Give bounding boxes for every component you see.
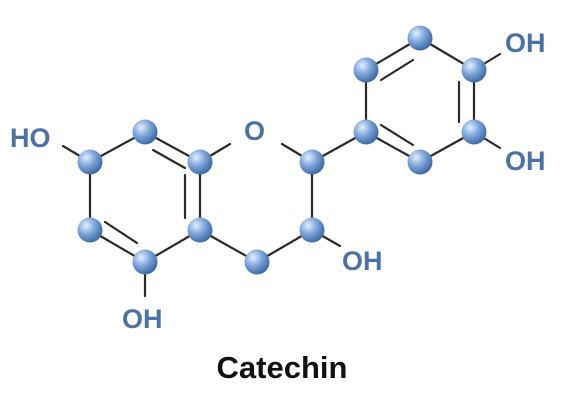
atom-c2 (299, 149, 325, 175)
atom-c4 (244, 249, 270, 275)
label-ho-left: HO (10, 123, 51, 153)
atoms (77, 25, 487, 275)
atom-a6 (77, 149, 103, 175)
atom-labels: HO OH O OH OH OH (10, 28, 546, 334)
bond-a-inner-3 (103, 220, 139, 245)
atom-b1 (353, 119, 379, 145)
atom-a4 (132, 249, 158, 275)
bonds (61, 36, 502, 298)
atom-c3 (299, 217, 325, 243)
label-oh-right: OH (505, 146, 546, 176)
atom-a3 (187, 217, 213, 243)
atom-b5 (461, 119, 487, 145)
diagram-title: Catechin (217, 350, 348, 385)
atom-b2 (353, 57, 379, 83)
label-ring-oxygen: O (244, 116, 265, 146)
atom-a5 (77, 217, 103, 243)
label-oh-top-right: OH (505, 28, 546, 58)
atom-a1 (132, 119, 158, 145)
bond-b-inner-3 (379, 123, 415, 147)
bond-b-inner-1 (379, 58, 415, 82)
bond-a-inner-1 (151, 148, 187, 170)
atom-b6 (407, 149, 433, 175)
label-oh-middle: OH (342, 246, 383, 276)
atom-a2 (187, 149, 213, 175)
atom-b3 (407, 25, 433, 51)
atom-b4 (461, 57, 487, 83)
label-oh-bottom: OH (122, 304, 163, 334)
